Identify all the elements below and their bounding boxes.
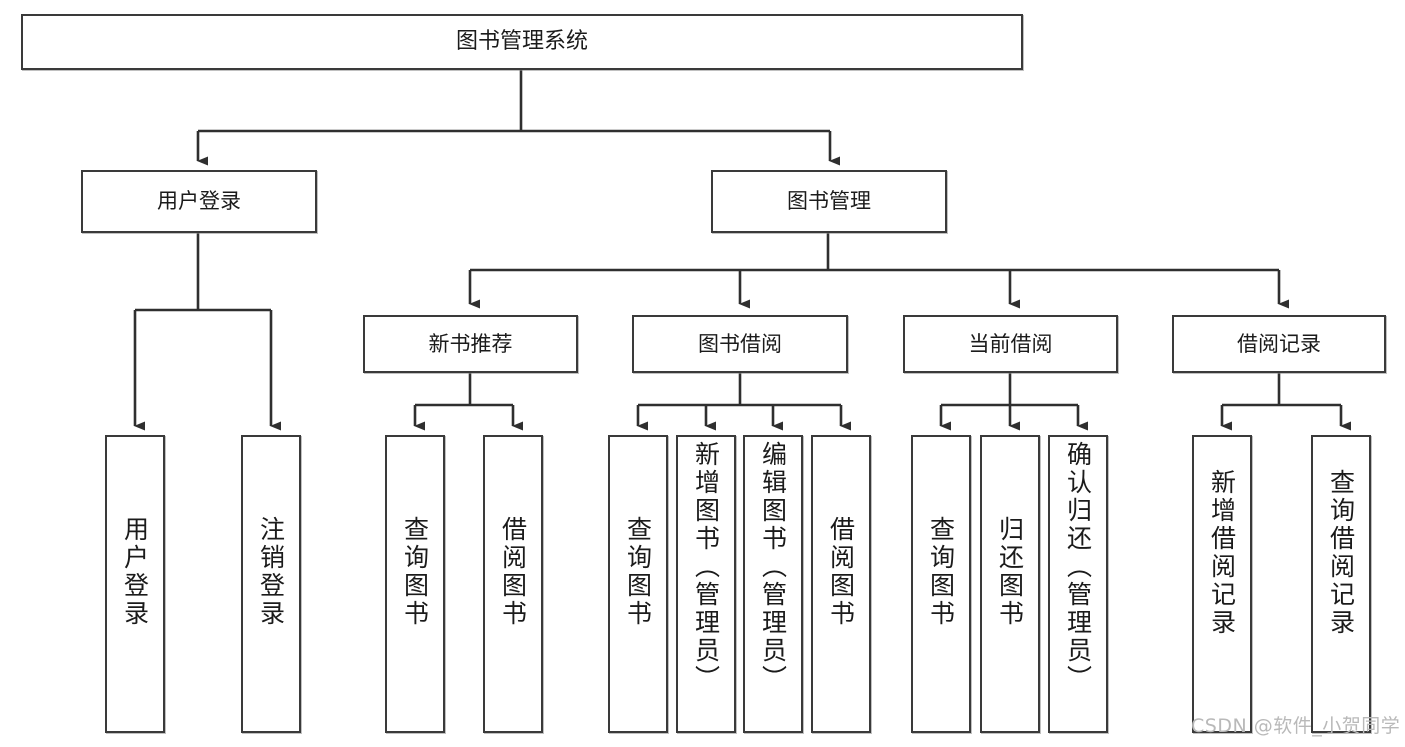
leaf-user-login[interactable]: 用户登录 [105, 435, 165, 733]
node-new-book-recommend-label: 新书推荐 [428, 331, 513, 356]
leaf-confirm-return-admin-label: 确认归还（管理员） [1063, 441, 1093, 693]
leaf-edit-book-admin-label: 编辑图书（管理员） [758, 441, 788, 693]
leaf-logout[interactable]: 注销登录 [241, 435, 301, 733]
node-user-login-label: 用户登录 [157, 189, 241, 214]
leaf-user-login-label: 用户登录 [120, 516, 150, 628]
node-borrow-records-label: 借阅记录 [1237, 331, 1321, 356]
leaf-query-book-3[interactable]: 查询图书 [911, 435, 971, 733]
node-current-borrow[interactable]: 当前借阅 [903, 315, 1118, 373]
leaf-query-book-1[interactable]: 查询图书 [385, 435, 445, 733]
node-book-borrow-label: 图书借阅 [698, 331, 782, 356]
leaf-query-borrow-record-label: 查询借阅记录 [1326, 469, 1356, 637]
leaf-add-book-admin[interactable]: 新增图书（管理员） [676, 435, 736, 733]
node-root-label: 图书管理系统 [455, 29, 588, 55]
leaf-query-book-1-label: 查询图书 [400, 516, 430, 628]
node-borrow-records[interactable]: 借阅记录 [1172, 315, 1386, 373]
node-root[interactable]: 图书管理系统 [21, 14, 1023, 70]
leaf-edit-book-admin[interactable]: 编辑图书（管理员） [743, 435, 803, 733]
node-book-management[interactable]: 图书管理 [711, 170, 947, 233]
leaf-add-book-admin-label: 新增图书（管理员） [691, 441, 721, 693]
leaf-confirm-return-admin[interactable]: 确认归还（管理员） [1048, 435, 1108, 733]
leaf-query-borrow-record[interactable]: 查询借阅记录 [1311, 435, 1371, 733]
node-book-borrow[interactable]: 图书借阅 [632, 315, 848, 373]
leaf-add-borrow-record-label: 新增借阅记录 [1207, 469, 1237, 637]
leaf-return-book-label: 归还图书 [995, 516, 1025, 628]
leaf-return-book[interactable]: 归还图书 [980, 435, 1040, 733]
watermark: CSDN @软件_小贺同学 [1191, 715, 1401, 737]
leaf-logout-label: 注销登录 [256, 516, 286, 628]
leaf-borrow-book-1[interactable]: 借阅图书 [483, 435, 543, 733]
leaf-query-book-2[interactable]: 查询图书 [608, 435, 668, 733]
node-new-book-recommend[interactable]: 新书推荐 [363, 315, 578, 373]
leaf-borrow-book-2-label: 借阅图书 [826, 516, 856, 628]
node-user-login[interactable]: 用户登录 [81, 170, 317, 233]
leaf-query-book-3-label: 查询图书 [926, 516, 956, 628]
node-book-management-label: 图书管理 [787, 189, 871, 214]
leaf-borrow-book-2[interactable]: 借阅图书 [811, 435, 871, 733]
leaf-query-book-2-label: 查询图书 [623, 516, 653, 628]
leaf-borrow-book-1-label: 借阅图书 [498, 516, 528, 628]
leaf-add-borrow-record[interactable]: 新增借阅记录 [1192, 435, 1252, 733]
node-current-borrow-label: 当前借阅 [968, 331, 1053, 356]
